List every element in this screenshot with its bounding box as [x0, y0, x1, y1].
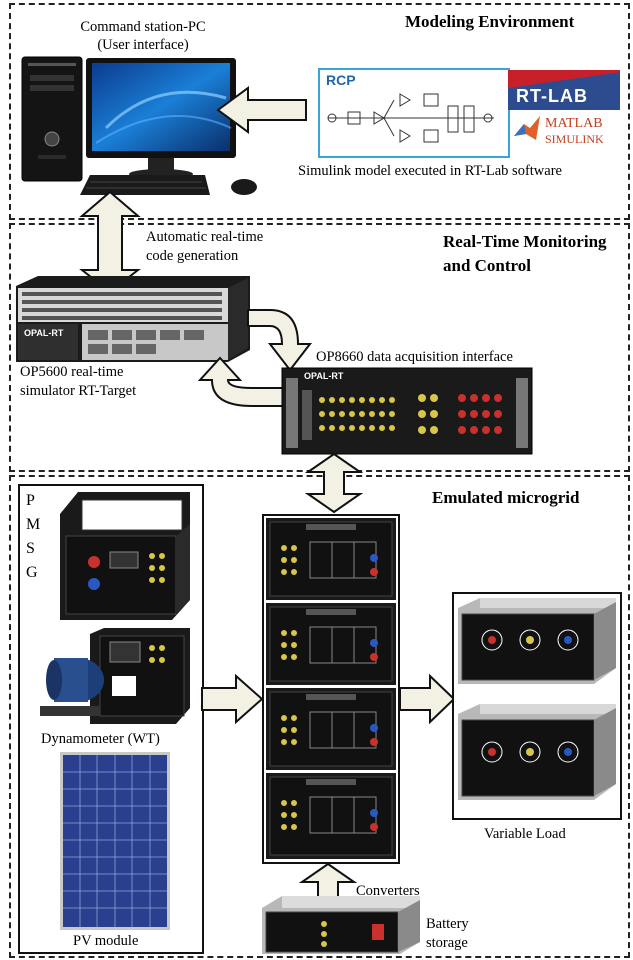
variable-load-unit-1 — [458, 598, 616, 684]
autocode-label-line1: Automatic real-time — [146, 229, 264, 245]
pmsg-letter-g: G — [26, 564, 38, 581]
block-diagram — [327, 93, 494, 143]
pv-module-label: PV module — [73, 933, 139, 949]
op8660-opalrt-logo: OPAL-RT — [304, 371, 344, 381]
pc-tower-image — [21, 56, 83, 182]
battery-storage-image — [262, 896, 420, 954]
rcp-logo: RCP — [326, 72, 356, 88]
keyboard-image — [80, 175, 210, 195]
arrow-converters-to-load — [399, 673, 456, 725]
pv-module-image — [60, 752, 170, 930]
arrow-sources-to-converters — [201, 673, 264, 725]
pmsg-letter-m: M — [26, 516, 41, 533]
arrow-op8660-to-op5600 — [197, 356, 285, 407]
op5600-label-line2: simulator RT-Target — [20, 383, 137, 399]
pmsg-module-image — [60, 492, 190, 620]
dynamometer-label: Dynamometer (WT) — [41, 731, 160, 747]
rt-lab-logo: RT-LAB — [508, 70, 620, 110]
emulated-microgrid-section — [9, 475, 630, 958]
op8660-interface-image — [281, 367, 533, 455]
converter-module-3 — [266, 688, 396, 770]
arrow-op8660-converters — [304, 452, 364, 514]
op5600-label-line1: OP5600 real-time — [20, 364, 124, 380]
converter-module-2 — [266, 603, 396, 685]
command-station-label: Command station-PC (User interface) — [80, 19, 206, 53]
arrow-simulink-to-pc — [216, 86, 307, 134]
real-time-monitoring-title-line2: and Control — [443, 256, 532, 275]
converter-module-4 — [266, 773, 396, 859]
converter-module-1 — [266, 518, 396, 600]
converters-label: Converters — [356, 883, 420, 899]
arrow-op5600-to-op8660 — [247, 309, 313, 372]
op8660-label: OP8660 data acquisition interface — [316, 349, 513, 365]
battery-label-line2: storage — [426, 935, 468, 951]
monitor-image — [86, 58, 236, 179]
simulink-logo-text: SIMULINK — [545, 132, 604, 146]
dynamometer-image — [40, 628, 190, 724]
emulated-microgrid-title: Emulated microgrid — [432, 488, 580, 507]
real-time-monitoring-title-line1: Real-Time Monitoring — [443, 232, 607, 251]
autocode-label-line2: code generation — [146, 248, 239, 264]
simulink-model-screenshot: RCP — [318, 68, 510, 158]
matlab-logo-icon — [514, 116, 540, 140]
op5600-simulator-image — [16, 276, 250, 362]
op5600-opalrt-logo: OPAL-RT — [24, 328, 64, 338]
variable-load-unit-2 — [458, 704, 616, 800]
simulink-model-label: Simulink model executed in RT-Lab softwa… — [298, 163, 562, 179]
pmsg-letter-p: P — [26, 492, 35, 509]
pmsg-letter-s: S — [26, 540, 35, 557]
mouse-image — [231, 179, 257, 195]
battery-label-line1: Battery — [426, 916, 469, 932]
modeling-environment-section — [9, 3, 630, 220]
matlab-logo-text: MATLAB — [545, 116, 603, 131]
variable-load-label: Variable Load — [484, 826, 566, 842]
modeling-environment-title: Modeling Environment — [405, 12, 575, 31]
